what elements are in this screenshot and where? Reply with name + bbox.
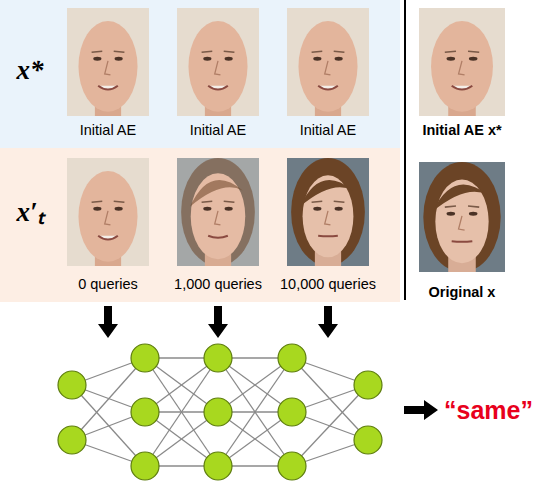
band-fill — [0, 0, 400, 148]
image-caption: Initial AE — [190, 122, 246, 138]
neuron — [131, 398, 159, 426]
face-image — [419, 162, 505, 272]
neuron — [204, 452, 232, 480]
face-image — [287, 158, 369, 266]
image-caption: 0 queries — [78, 276, 138, 292]
band-fill — [0, 148, 400, 302]
image-caption: Initial AE x* — [422, 122, 501, 138]
neuron — [58, 371, 86, 399]
math-symbol: x* — [17, 55, 44, 86]
neuron — [278, 344, 306, 372]
face-image — [419, 8, 505, 116]
face-image — [287, 8, 369, 116]
separator-line — [404, 0, 406, 300]
neuron — [131, 344, 159, 372]
network-link — [72, 385, 145, 466]
image-caption: Initial AE — [80, 122, 136, 138]
down-arrow — [318, 306, 338, 338]
output-label: “same” — [444, 396, 533, 425]
network-link — [292, 358, 368, 440]
neural-network — [58, 344, 382, 480]
neuron — [278, 452, 306, 480]
image-caption: 10,000 queries — [280, 276, 376, 292]
down-arrow — [208, 306, 228, 338]
face-image — [177, 8, 259, 116]
network-link — [72, 358, 145, 440]
image-caption: Original x — [429, 284, 496, 300]
network-link — [292, 385, 368, 466]
face-image — [177, 158, 259, 266]
neuron — [204, 344, 232, 372]
image-caption: 1,000 queries — [174, 276, 262, 292]
input-band: x* Initial AE Initial AE Initial AE — [0, 0, 400, 148]
output-arrow — [404, 400, 438, 420]
neuron — [204, 398, 232, 426]
image-caption: Initial AE — [300, 122, 356, 138]
neuron — [354, 426, 382, 454]
face-image — [67, 158, 149, 266]
down-arrow — [98, 306, 118, 338]
query-band: x′ₜ 0 queries 1,000 queries 10,000 queries — [0, 148, 400, 302]
neuron — [131, 452, 159, 480]
neuron — [354, 371, 382, 399]
math-symbol: x′ₜ — [16, 192, 43, 229]
neuron — [278, 398, 306, 426]
face-image — [67, 8, 149, 116]
neuron — [58, 426, 86, 454]
